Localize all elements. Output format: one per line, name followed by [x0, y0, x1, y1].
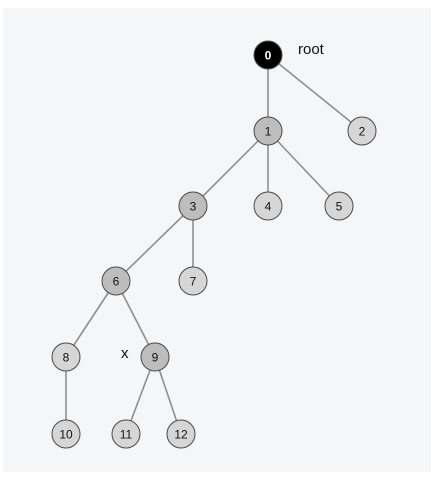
node-label-0: 0: [265, 49, 272, 63]
node-circle-11: [111, 419, 141, 449]
node-circle-2: [347, 116, 377, 146]
node-label-9: 9: [152, 351, 159, 365]
edge-0-2: [267, 54, 363, 132]
tree-node-0: 0: [253, 40, 283, 70]
edge-6-8: [65, 280, 117, 358]
tree-node-1: 1: [253, 116, 283, 146]
node-circle-1: [253, 116, 283, 146]
tree-node-7: 7: [178, 266, 208, 296]
edge-1-3: [192, 130, 269, 207]
node-circle-0: [253, 40, 283, 70]
node-label-7: 7: [190, 275, 197, 289]
x-annotation: x: [121, 345, 129, 362]
node-label-8: 8: [63, 351, 70, 365]
tree-node-9: 9: [140, 342, 170, 372]
node-circle-6: [101, 266, 131, 296]
node-label-1: 1: [265, 125, 272, 139]
node-circle-9: [140, 342, 170, 372]
node-label-10: 10: [59, 428, 73, 442]
node-label-4: 4: [265, 200, 272, 214]
tree-node-10: 10: [51, 419, 81, 449]
tree-node-6: 6: [101, 266, 131, 296]
node-label-11: 11: [120, 428, 133, 442]
tree-node-3: 3: [178, 191, 208, 221]
node-circle-4: [253, 191, 283, 221]
node-label-3: 3: [190, 200, 197, 214]
edge-1-5: [267, 130, 340, 207]
tree-node-2: 2: [347, 116, 377, 146]
node-circle-12: [166, 419, 196, 449]
tree-node-4: 4: [253, 191, 283, 221]
node-circle-10: [51, 419, 81, 449]
root-annotation: root: [298, 41, 325, 58]
node-circle-8: [51, 342, 81, 372]
tree-node-8: 8: [51, 342, 81, 372]
tree-node-5: 5: [324, 191, 354, 221]
node-label-6: 6: [113, 275, 120, 289]
tree-node-12: 12: [166, 419, 196, 449]
node-label-2: 2: [359, 125, 366, 139]
edge-group: [65, 54, 363, 435]
node-circle-7: [178, 266, 208, 296]
edge-3-6: [115, 205, 194, 282]
node-circle-5: [324, 191, 354, 221]
node-circle-3: [178, 191, 208, 221]
node-label-5: 5: [336, 200, 343, 214]
node-label-12: 12: [174, 428, 188, 442]
tree-node-11: 11: [111, 419, 141, 449]
